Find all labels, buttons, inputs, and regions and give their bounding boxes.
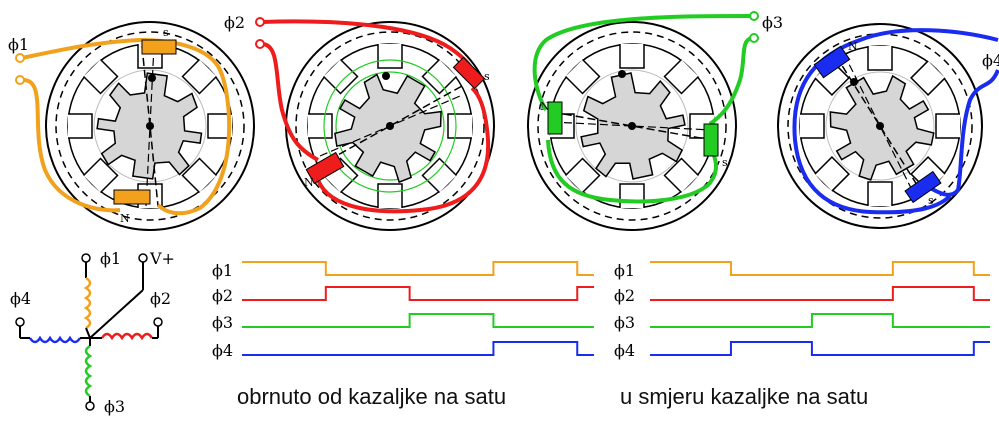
motor2-phase-label: ϕ2 bbox=[224, 13, 245, 32]
waveform-label-phase4: ϕ4 bbox=[212, 341, 233, 360]
motor4-phase-label: ϕ4 bbox=[982, 51, 999, 70]
waveform-label-phase1: ϕ1 bbox=[614, 261, 635, 280]
motor3-pole-s: s bbox=[722, 156, 728, 169]
motor1-pole-n: N bbox=[120, 212, 130, 225]
waveform-label-phase3: ϕ3 bbox=[212, 313, 233, 332]
caption-clockwise: u smjeru kazaljke na satu bbox=[620, 384, 869, 409]
motor1-phase-label: ϕ1 bbox=[8, 35, 29, 54]
waveform-phase2 bbox=[242, 286, 594, 301]
caption-counterclockwise: obrnuto od kazaljke na satu bbox=[237, 384, 507, 409]
timing-diagram-clockwise: ϕ1 ϕ2 ϕ3 ϕ4 bbox=[614, 261, 990, 360]
motor2-pole-s: s bbox=[484, 70, 490, 83]
winding-phase4 bbox=[792, 28, 999, 215]
motor1-pole-s: s bbox=[163, 26, 169, 39]
motor4-pole-n: N bbox=[848, 40, 858, 53]
motor-phase3: ϕ3 N s bbox=[527, 11, 783, 231]
waveform-phase3 bbox=[650, 313, 990, 328]
motor2-pole-n: N bbox=[304, 176, 314, 189]
winding-schematic: ϕ1 V+ ϕ2 ϕ4 ϕ3 bbox=[10, 249, 175, 416]
motor4-pole-s: s bbox=[928, 194, 934, 207]
schematic-phase3-label: ϕ3 bbox=[104, 397, 125, 416]
winding-phase3 bbox=[532, 14, 753, 204]
waveform-phase4 bbox=[242, 341, 594, 356]
motor-phase1: ϕ1 s N bbox=[8, 21, 255, 231]
schematic-phase2-label: ϕ2 bbox=[150, 289, 171, 308]
schematic-phase1-label: ϕ1 bbox=[100, 249, 121, 268]
waveform-phase3 bbox=[242, 313, 594, 328]
motor-phase2: ϕ2 s N bbox=[224, 13, 495, 231]
timing-diagram-counterclockwise: ϕ1 ϕ2 ϕ3 ϕ4 bbox=[212, 261, 594, 360]
waveform-label-phase3: ϕ3 bbox=[614, 313, 635, 332]
motor3-phase-label: ϕ3 bbox=[762, 13, 783, 32]
waveform-phase4 bbox=[650, 341, 990, 356]
winding-phase1 bbox=[21, 38, 232, 216]
waveform-phase2 bbox=[650, 286, 990, 301]
stator-teeth bbox=[68, 44, 232, 208]
schematic-phase4-label: ϕ4 bbox=[10, 289, 31, 308]
schematic-supply-label: V+ bbox=[149, 249, 175, 268]
waveform-phase1 bbox=[242, 261, 594, 276]
waveform-label-phase2: ϕ2 bbox=[614, 286, 635, 305]
waveform-label-phase4: ϕ4 bbox=[614, 341, 635, 360]
waveform-label-phase2: ϕ2 bbox=[212, 286, 233, 305]
motor3-pole-n: N bbox=[540, 100, 550, 113]
waveform-label-phase1: ϕ1 bbox=[212, 261, 233, 280]
winding-phase2 bbox=[261, 19, 491, 214]
waveform-phase1 bbox=[650, 261, 990, 276]
motor-phase4: N s ϕ4 bbox=[777, 23, 999, 229]
